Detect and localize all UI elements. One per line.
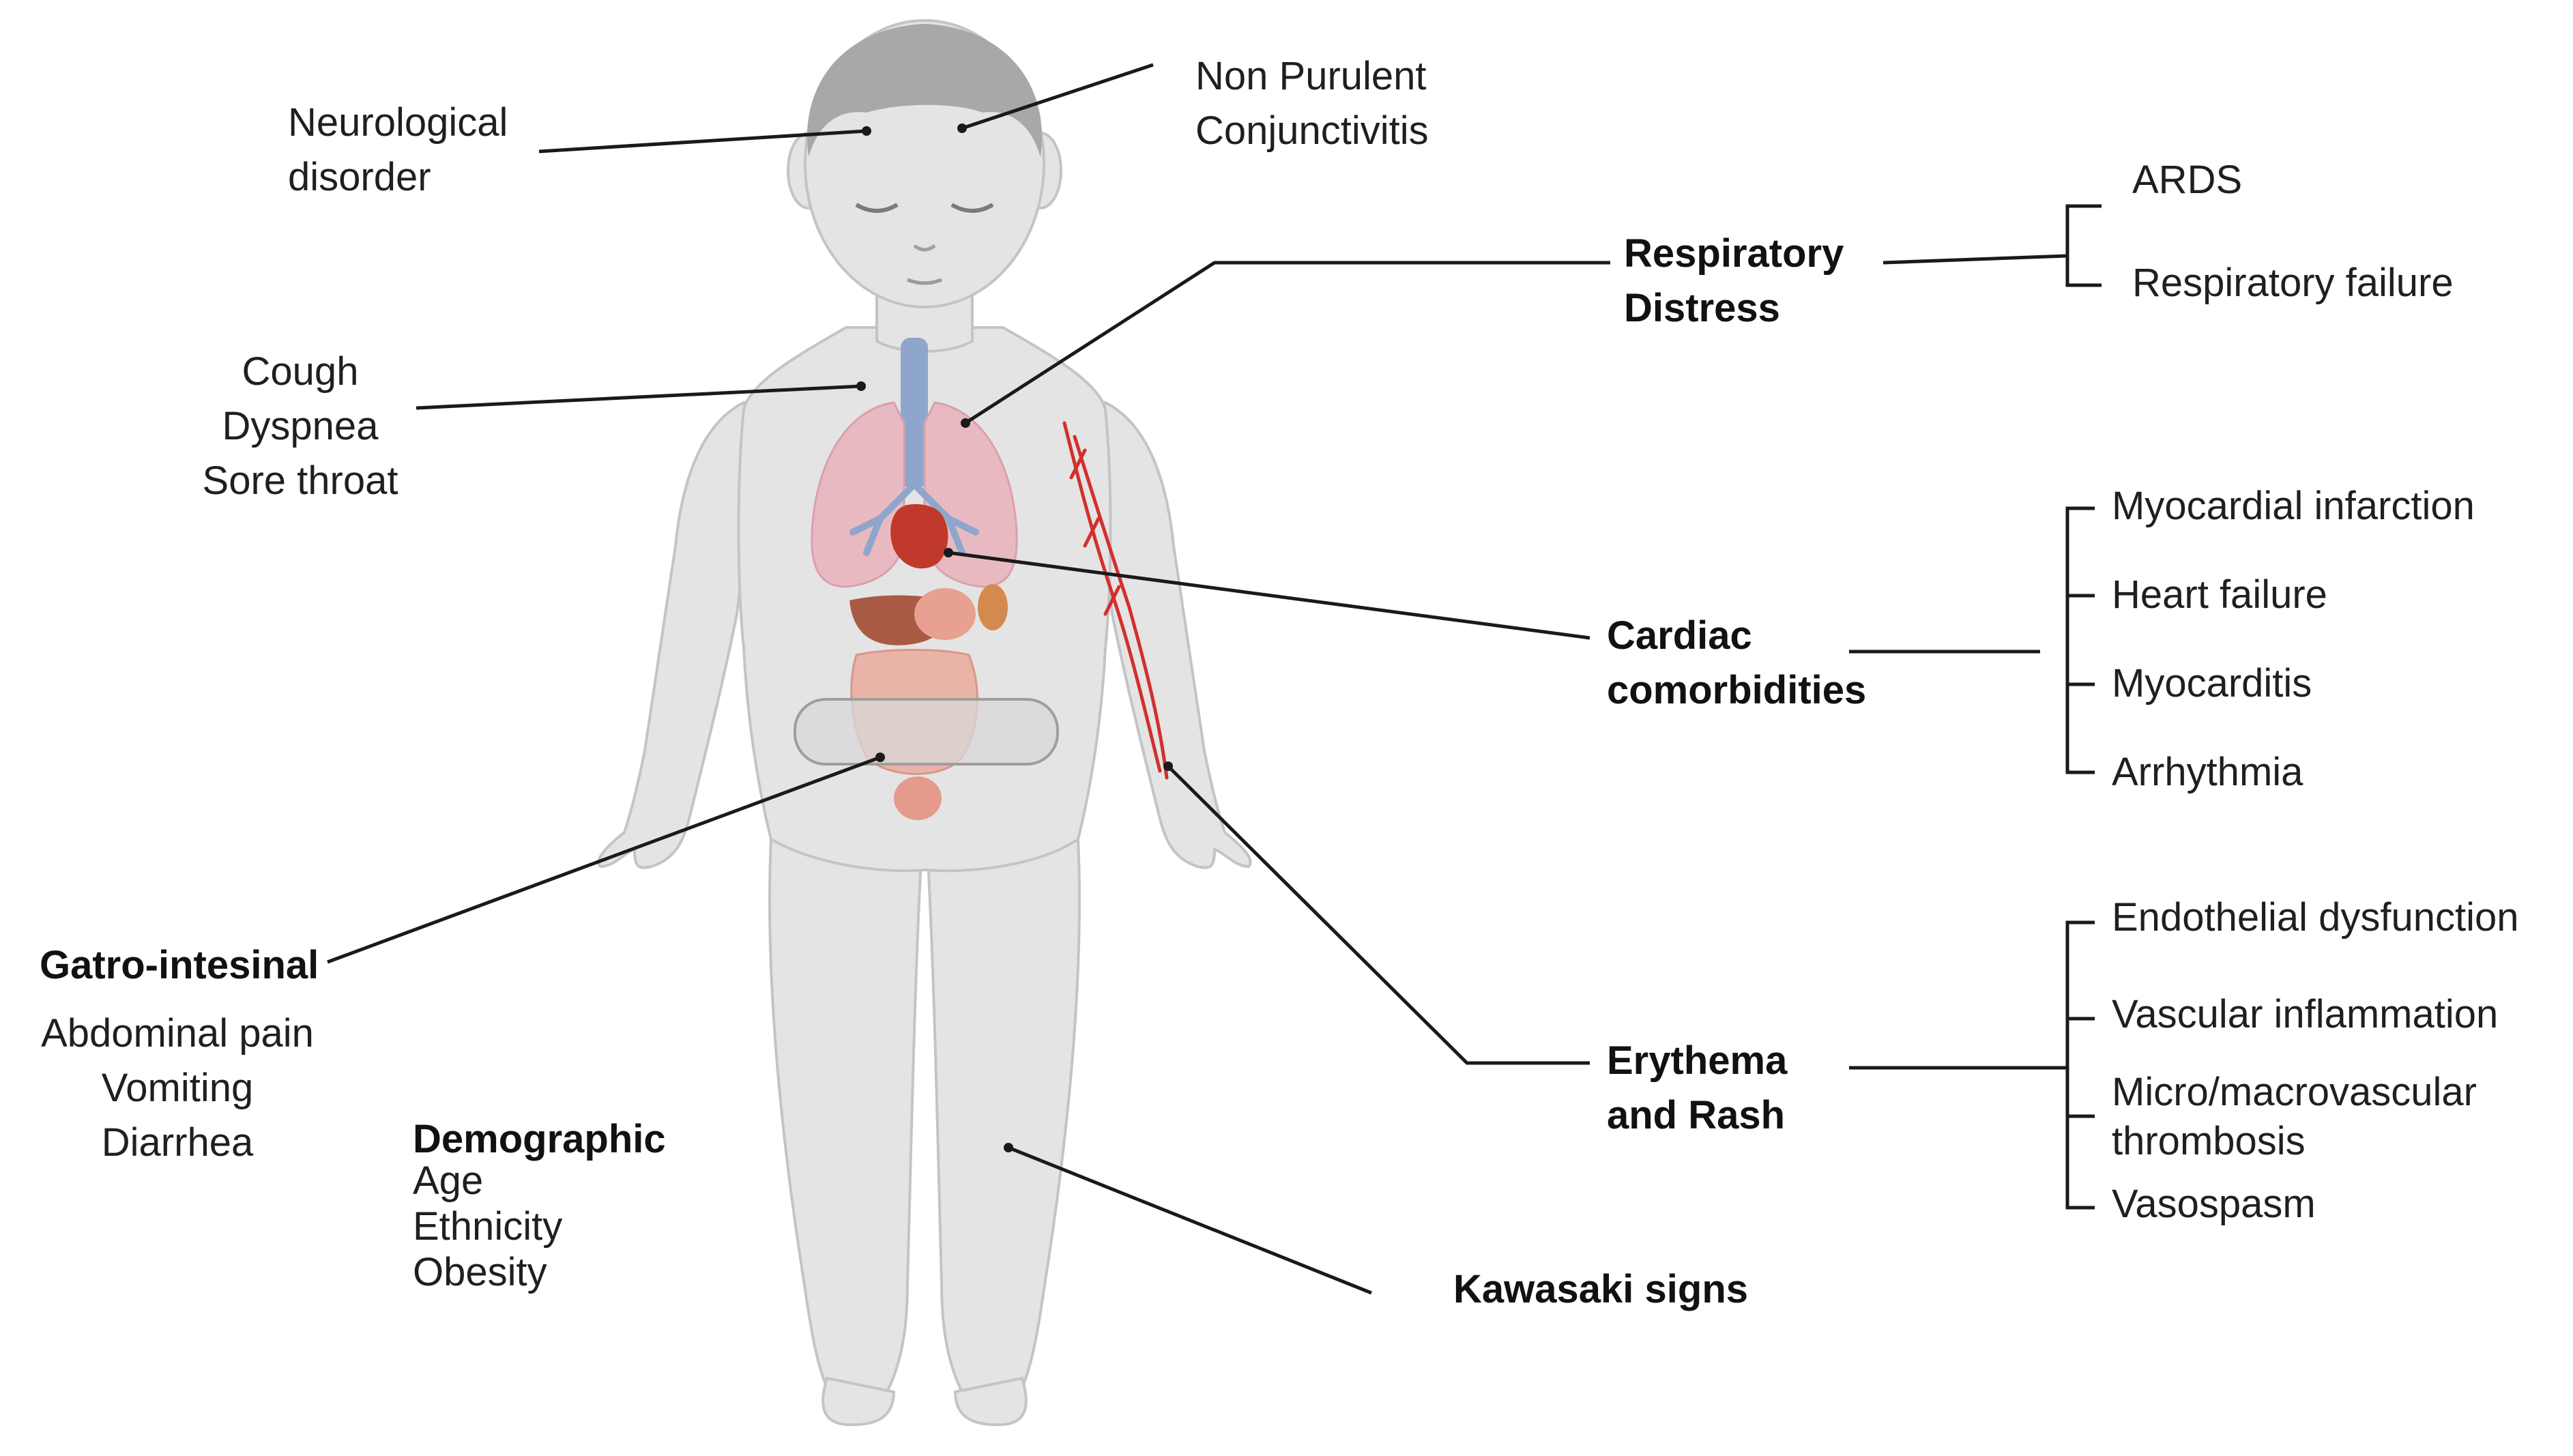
leader-conjunctivitis [961, 63, 1154, 130]
left-lung [811, 401, 905, 588]
leader-dot-kawasaki [1004, 1143, 1013, 1152]
label-cardiac: Cardiac comorbidities [1607, 609, 1866, 718]
leader-respiratory-distress [964, 261, 1610, 425]
left-foot [822, 1376, 896, 1427]
arm-vessels [1062, 421, 1169, 780]
leader-dot-gastro [875, 753, 885, 762]
label-erythema-line2: and Rash [1607, 1093, 1786, 1137]
label-micro-macrovascular: Micro/macrovascular thrombosis [2112, 1068, 2477, 1166]
leader-erythema [1167, 765, 1590, 1065]
left-arm [597, 401, 759, 869]
label-respiratory-distress-line1: Respiratory [1624, 231, 1844, 276]
label-vomiting: Vomiting [101, 1066, 254, 1110]
leader-cardiac [948, 551, 1590, 640]
label-obesity: Obesity [413, 1250, 547, 1294]
label-myocarditis: Myocarditis [2112, 661, 2312, 705]
label-neurological: Neurological disorder [288, 96, 508, 205]
label-micro-macrovascular-line1: Micro/macrovascular [2112, 1070, 2477, 1114]
left-eye [855, 203, 899, 213]
label-sore-throat: Sore throat [202, 458, 398, 503]
leader-kawasaki [1008, 1146, 1372, 1295]
left-leg [768, 837, 923, 1393]
right-arm [1090, 401, 1252, 869]
label-neurological-line2: disorder [288, 155, 431, 199]
kidney [978, 584, 1008, 630]
label-abdominal-pain: Abdominal pain [41, 1011, 314, 1055]
respiratory-bracket-stem [1882, 254, 2068, 265]
label-demographic-title: Demographic [413, 1117, 666, 1161]
bladder [894, 776, 942, 820]
right-eye [950, 203, 994, 213]
hair [806, 24, 1043, 157]
label-ethnicity: Ethnicity [413, 1204, 563, 1249]
label-gastro-symptoms: Abdominal pain Vomiting Diarrhea [20, 1006, 334, 1170]
label-diarrhea: Diarrhea [101, 1120, 254, 1165]
label-erythema: Erythema and Rash [1607, 1034, 1787, 1143]
label-kawasaki: Kawasaki signs [1453, 1267, 1748, 1311]
label-micro-macrovascular-line2: thrombosis [2112, 1119, 2306, 1163]
label-demographic-items: Age Ethnicity Obesity [413, 1158, 562, 1295]
abdominal-bandage [794, 698, 1059, 766]
label-conjunctivitis: Non Purulent Conjunctivitis [1195, 49, 1429, 158]
mouth [907, 278, 942, 285]
bronchi [849, 481, 979, 556]
label-gastro-title: Gatro-intesinal [40, 943, 319, 987]
label-conjunctivitis-line2: Conjunctivitis [1195, 108, 1429, 153]
label-erythema-line1: Erythema [1607, 1038, 1788, 1083]
label-respiratory-symptoms: Cough Dyspnea Sore throat [177, 345, 423, 508]
trachea [901, 338, 928, 488]
leader-gastro [327, 755, 881, 964]
leader-dot-neurological [862, 126, 871, 136]
label-respiratory-failure: Respiratory failure [2132, 261, 2454, 305]
leader-dot-cough [856, 381, 866, 391]
label-ards: ARDS [2132, 158, 2243, 202]
label-myocardial-infarction: Myocardial infarction [2112, 484, 2475, 528]
label-dyspnea: Dyspnea [222, 404, 379, 448]
stomach [914, 588, 976, 640]
label-cardiac-line2: comorbidities [1607, 668, 1867, 712]
heart [890, 504, 948, 569]
leader-lines [327, 63, 2102, 1295]
label-conjunctivitis-line1: Non Purulent [1195, 54, 1427, 98]
nose [913, 244, 936, 252]
leader-dot-respiratory [961, 418, 970, 428]
label-cough: Cough [242, 349, 359, 394]
leader-cough [416, 384, 862, 410]
organs [794, 338, 1169, 820]
label-neurological-line1: Neurological [288, 100, 508, 145]
leader-dot-cardiac [944, 548, 953, 557]
label-cardiac-line1: Cardiac [1607, 613, 1752, 658]
leader-dot-conjunctivitis [957, 123, 967, 133]
label-vasospasm: Vasospasm [2112, 1182, 2316, 1226]
leader-neurological [538, 129, 867, 154]
label-heart-failure: Heart failure [2112, 572, 2327, 617]
right-leg [926, 837, 1081, 1393]
respiratory-bracket [2065, 204, 2102, 287]
label-vascular-inflammation: Vascular inflammation [2112, 992, 2499, 1036]
label-respiratory-distress-line2: Distress [1624, 286, 1780, 330]
vascular-bracket [2065, 920, 2095, 1210]
label-respiratory-distress: Respiratory Distress [1624, 227, 1844, 336]
leader-dot-erythema [1163, 761, 1173, 771]
label-age: Age [413, 1159, 484, 1203]
cardiac-bracket [2065, 506, 2095, 774]
label-arrhythmia: Arrhythmia [2112, 750, 2303, 794]
right-foot [953, 1376, 1028, 1427]
label-endothelial-dysfunction: Endothelial dysfunction [2112, 895, 2519, 940]
